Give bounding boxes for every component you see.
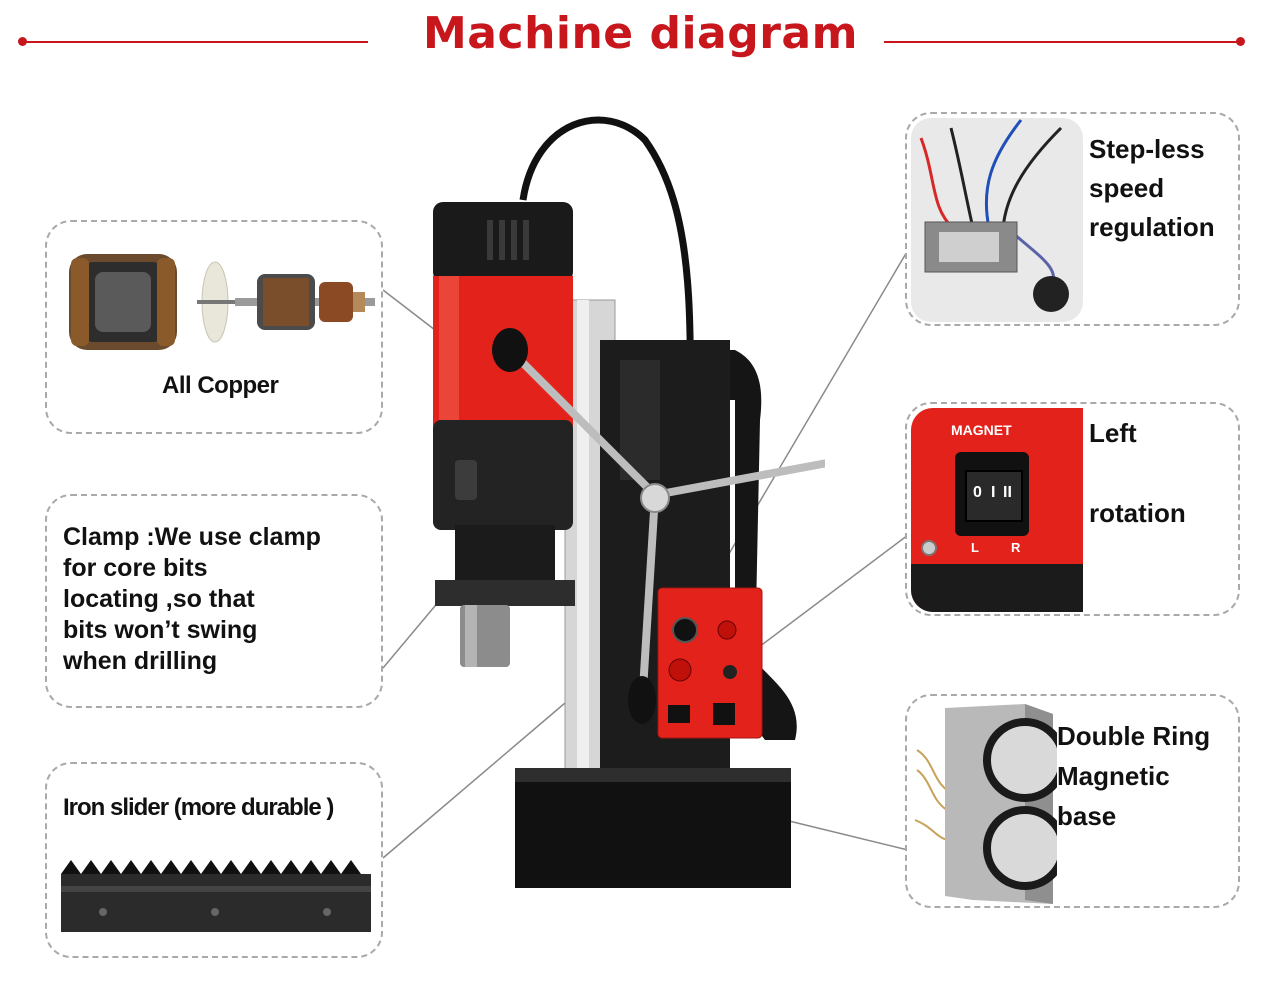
label-rotation: rotation <box>1089 498 1186 528</box>
label-magnetic-base: Double Ring Magnetic base <box>1057 721 1211 831</box>
label-all-copper: All Copper <box>162 372 279 399</box>
switch-mark-zero: 0 <box>973 484 982 501</box>
magnet-switch-icon <box>713 703 735 725</box>
card-all-copper: All Copper <box>45 220 383 434</box>
direction-switch-icon <box>668 705 690 723</box>
switch-mark-on: I <box>991 484 996 501</box>
speed-controller-image <box>911 118 1083 322</box>
label-left: Left <box>1089 418 1137 448</box>
label-iron-slider: Iron slider (more durable ) <box>63 794 334 821</box>
screw-icon <box>921 540 937 556</box>
iron-slider-image <box>61 860 371 932</box>
magnetic-drill-image <box>433 116 825 888</box>
magnet-ring-bottom-icon <box>983 806 1057 890</box>
card-iron-slider: Iron slider (more durable ) <box>45 762 383 958</box>
label-speed-regulation: Step-less speed regulation <box>1089 134 1215 242</box>
fuse-icon <box>723 665 737 679</box>
feed-knob-bottom <box>628 676 656 724</box>
armature-icon <box>235 274 375 330</box>
fan-icon <box>197 261 237 343</box>
rocker-switch[interactable]: 0 I II <box>955 452 1029 536</box>
magnetic-base-image <box>914 704 1057 904</box>
page-title: Machine diagram <box>423 8 858 59</box>
stator-icon <box>69 254 177 350</box>
title-rule-left <box>22 41 368 43</box>
feed-hub <box>640 483 670 513</box>
rack-teeth-icon <box>61 860 361 874</box>
indicator-lamp-icon <box>717 620 737 640</box>
feed-handles <box>506 346 825 694</box>
magnet-switch-label: MAGNET <box>951 422 1012 438</box>
label-clamp: Clamp :We use clamp for core bits locati… <box>63 523 321 675</box>
speed-dial-icon <box>672 617 698 643</box>
title-rule-right <box>884 41 1240 43</box>
magnet-ring-top-icon <box>983 718 1057 802</box>
speed-knob-icon <box>1033 276 1069 312</box>
rear-handle <box>685 350 797 740</box>
title-rule-dot-right <box>1236 37 1245 46</box>
clamp-bracket <box>435 580 575 606</box>
card-speed-regulation: Step-less speed regulation <box>905 112 1240 326</box>
power-lamp-icon <box>668 658 692 682</box>
motor-parts-image <box>69 254 375 350</box>
switch-mark-l: L <box>971 540 979 555</box>
switch-mark-two: II <box>1003 484 1012 501</box>
switch-mark-r: R <box>1011 540 1021 555</box>
title-bar: Machine diagram <box>0 0 1281 80</box>
feed-knob-top <box>492 328 528 372</box>
card-clamp: Clamp :We use clamp for core bits locati… <box>45 494 383 708</box>
card-magnetic-base: Double Ring Magnetic base <box>905 694 1240 908</box>
magnetic-base <box>515 768 791 888</box>
magnet-switch-panel: MAGNET 0 I II L R <box>911 408 1083 612</box>
card-left-rotation: MAGNET 0 I II L R Left rotation <box>905 402 1240 616</box>
gearbox <box>433 420 573 530</box>
